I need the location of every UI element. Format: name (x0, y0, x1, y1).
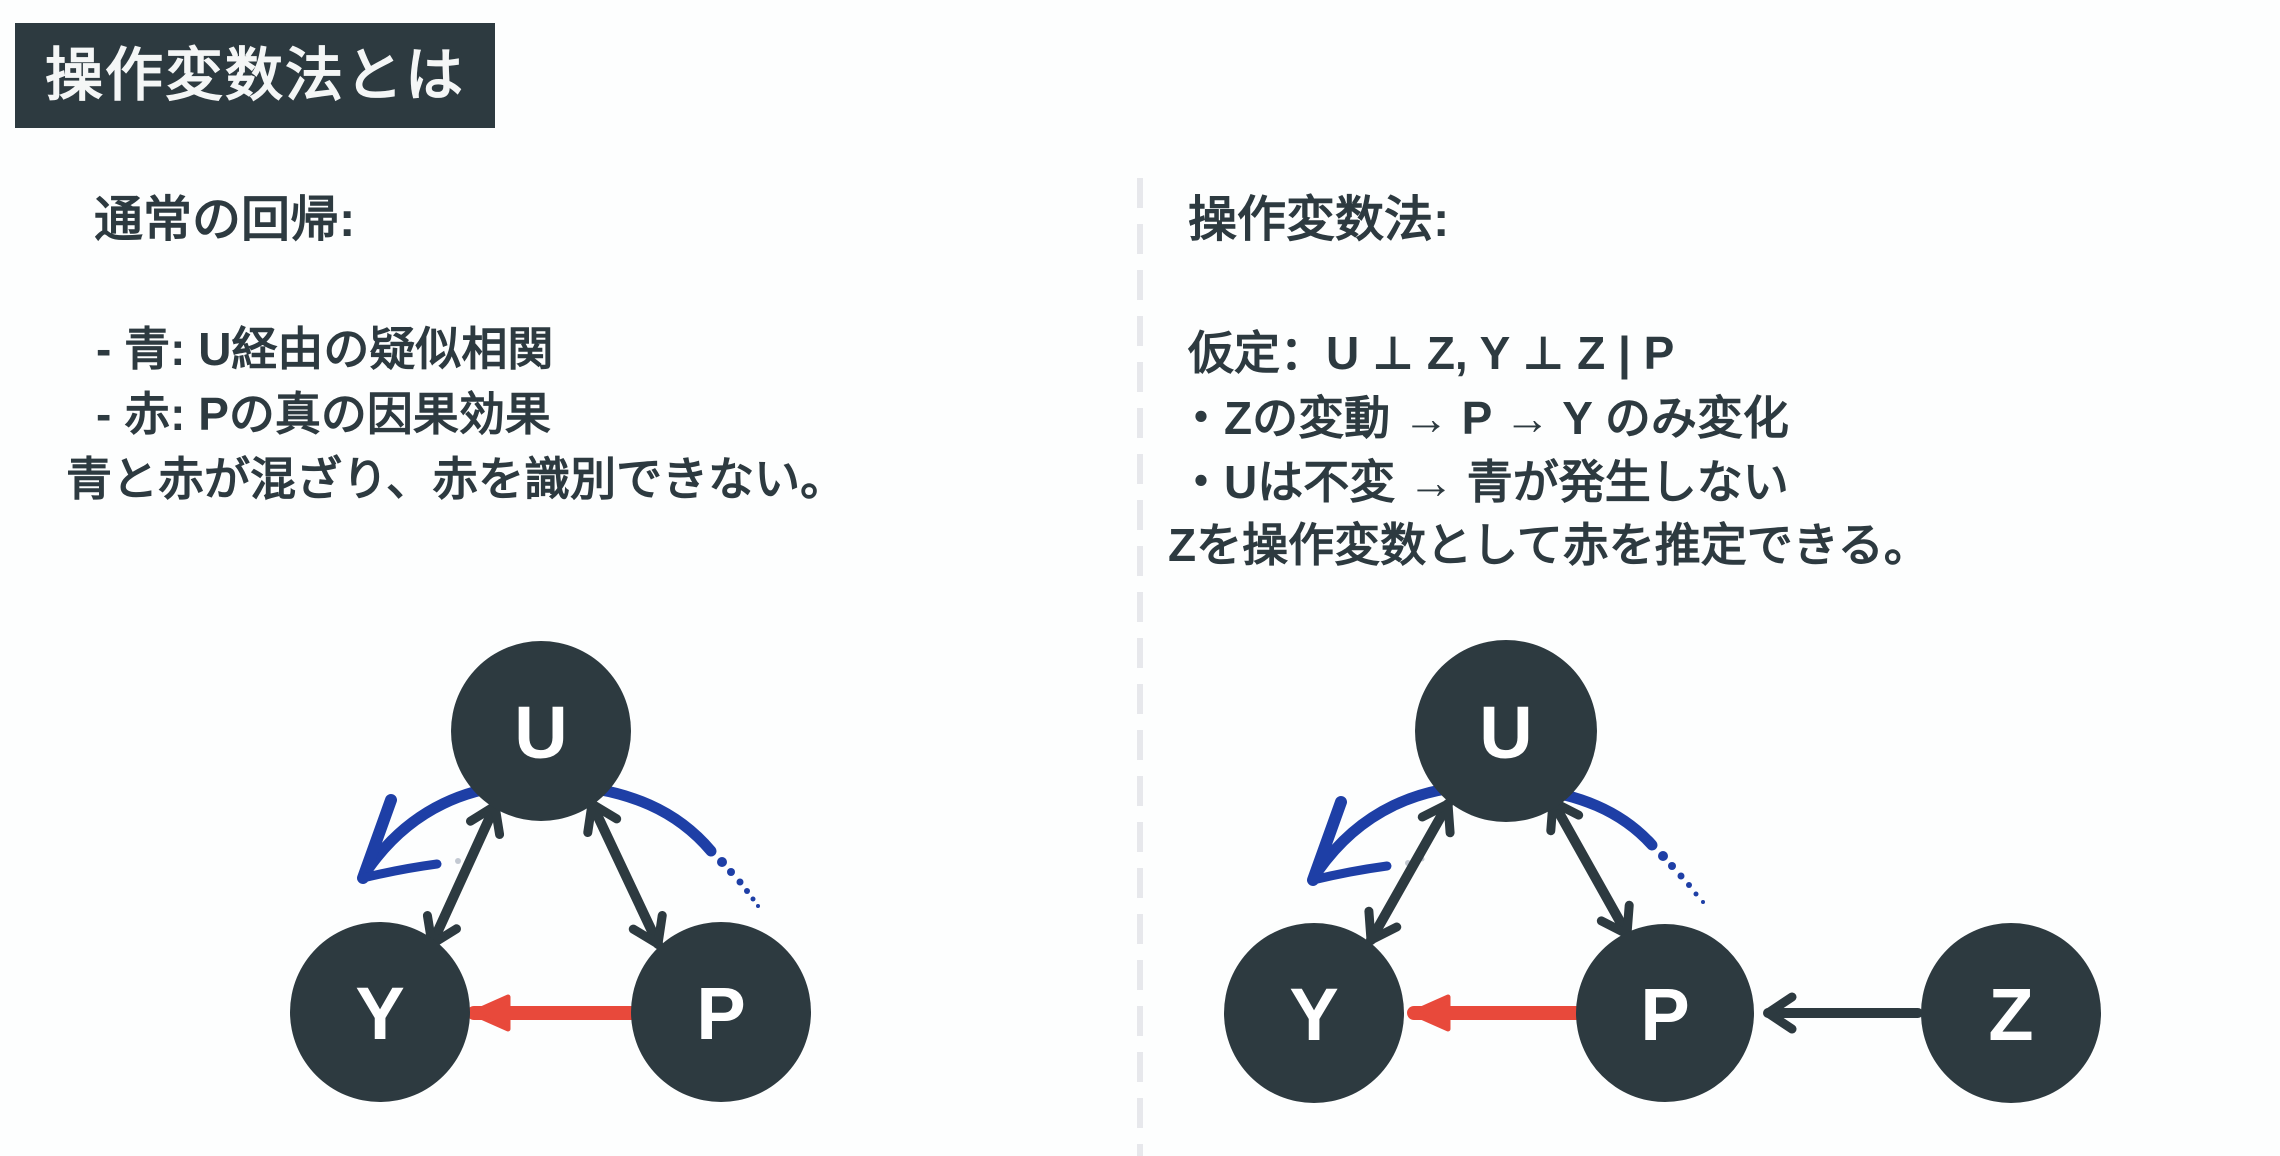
node-p-right: P (1576, 924, 1754, 1102)
right-panel-assumption: 仮定：U ⊥ Z, Y ⊥ Z | P (1188, 327, 1675, 379)
slide-title: 操作変数法とは (44, 42, 465, 108)
bidirectional-arrow-u-p-right (1546, 797, 1634, 939)
node-p-left: P (631, 922, 811, 1102)
left-panel-heading: 通常の回帰: (94, 193, 356, 247)
node-z-right: Z (1921, 923, 2101, 1103)
right-panel-bullet-u: ・Uは不変 → 青が発生しない (1178, 456, 1789, 508)
left-panel-bullet-blue: - 青: U経由の疑似相関 (96, 323, 554, 375)
right-diagram: U Y P Z (1224, 640, 2101, 1103)
node-z-right-label: Z (1988, 973, 2033, 1056)
node-p-left-label: P (696, 972, 745, 1055)
node-u-right: U (1415, 640, 1597, 822)
node-u-left-label: U (514, 691, 567, 774)
node-y-right: Y (1224, 923, 1404, 1103)
blue-arc-fade-dots-right (1658, 851, 1705, 904)
node-u-left: U (451, 641, 631, 821)
bidirectional-arrow-u-y-left (422, 801, 505, 949)
panel-divider (1137, 178, 1143, 1156)
right-panel-conclusion: Zを操作変数として赤を推定できる。 (1168, 519, 1930, 571)
node-u-right-label: U (1479, 691, 1532, 774)
blue-arc-fade-dots-left (717, 857, 760, 908)
left-panel-conclusion: 青と赤が混ざり、赤を識別できない。 (66, 453, 847, 505)
left-panel-bullet-red: - 赤: Pの真の因果効果 (96, 388, 551, 440)
slide-title-box: 操作変数法とは (15, 23, 495, 128)
bidirectional-arrow-u-p-left (583, 799, 667, 949)
right-panel-bullet-z: ・Zの変動 → P → Y のみ変化 (1178, 392, 1789, 444)
node-y-right-label: Y (1289, 973, 1338, 1056)
right-panel-heading: 操作変数法: (1188, 193, 1450, 247)
bidirectional-arrow-u-y-right (1364, 799, 1455, 945)
node-p-right-label: P (1640, 973, 1689, 1056)
node-y-left: Y (290, 922, 470, 1102)
left-diagram: U Y P (290, 641, 811, 1102)
node-y-left-label: Y (355, 972, 404, 1055)
